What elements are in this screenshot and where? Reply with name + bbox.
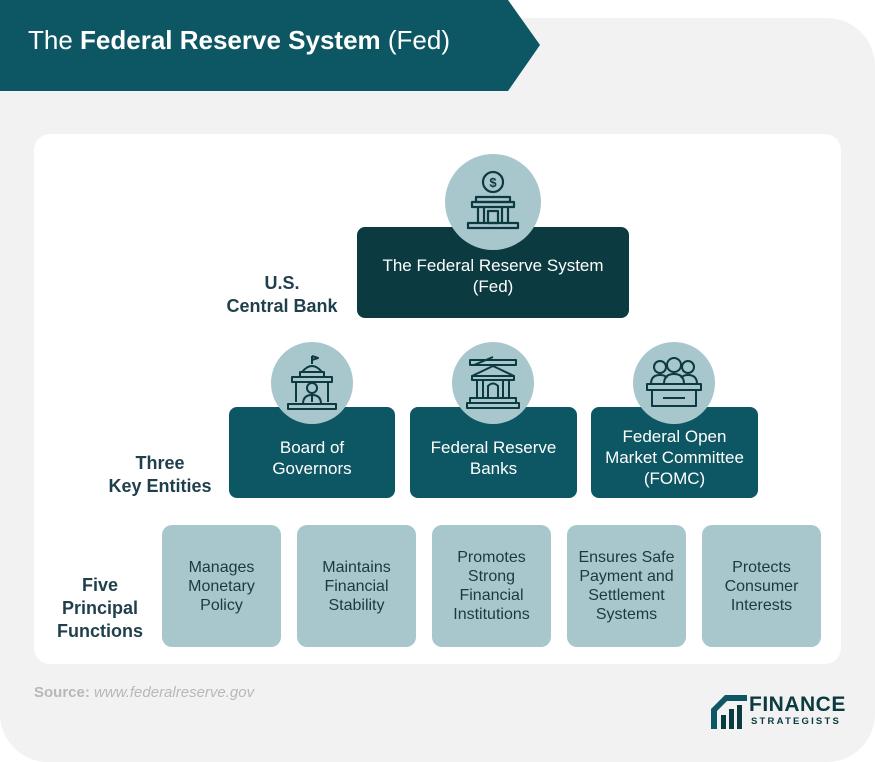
function-monetary-policy: Manages Monetary Policy	[162, 525, 281, 647]
function-consumer-interests: Protects Consumer Interests	[702, 525, 821, 647]
federal-building-dollar-icon: $	[445, 154, 541, 250]
function-financial-institutions: Promotes Strong Financial Institutions	[432, 525, 551, 647]
finance-strategists-logo: FINANCE STRATEGISTS	[711, 693, 851, 731]
logo-word-finance: FINANCE	[749, 693, 846, 716]
level-label-central: U.S. Central Bank	[226, 273, 338, 316]
source-label: Source:	[34, 684, 90, 701]
committee-people-icon	[633, 342, 715, 424]
title-banner: The Federal Reserve System (Fed)	[0, 0, 540, 91]
function-payment-settlement: Ensures Safe Payment and Settlement Syst…	[567, 525, 686, 647]
source-url[interactable]: www.federalreserve.gov	[94, 684, 255, 701]
banner-shape	[0, 0, 540, 91]
bank-building-icon	[452, 342, 534, 424]
capitol-person-icon	[271, 342, 353, 424]
page-title: The Federal Reserve System (Fed)	[28, 25, 450, 56]
source-note: Source: www.federalreserve.gov	[34, 684, 254, 701]
logo-mark-icon	[711, 695, 747, 729]
level-label-entities: Three Key Entities	[108, 453, 212, 496]
function-financial-stability: Maintains Financial Stability	[297, 525, 416, 647]
level-label-functions: Five Principal Functions	[57, 575, 143, 641]
title-bold: Federal Reserve System	[80, 25, 381, 55]
logo-word-strategists: STRATEGISTS	[751, 716, 841, 727]
svg-text:$: $	[489, 175, 497, 190]
title-part-2: (Fed)	[380, 25, 450, 55]
title-part-1: The	[28, 25, 81, 55]
